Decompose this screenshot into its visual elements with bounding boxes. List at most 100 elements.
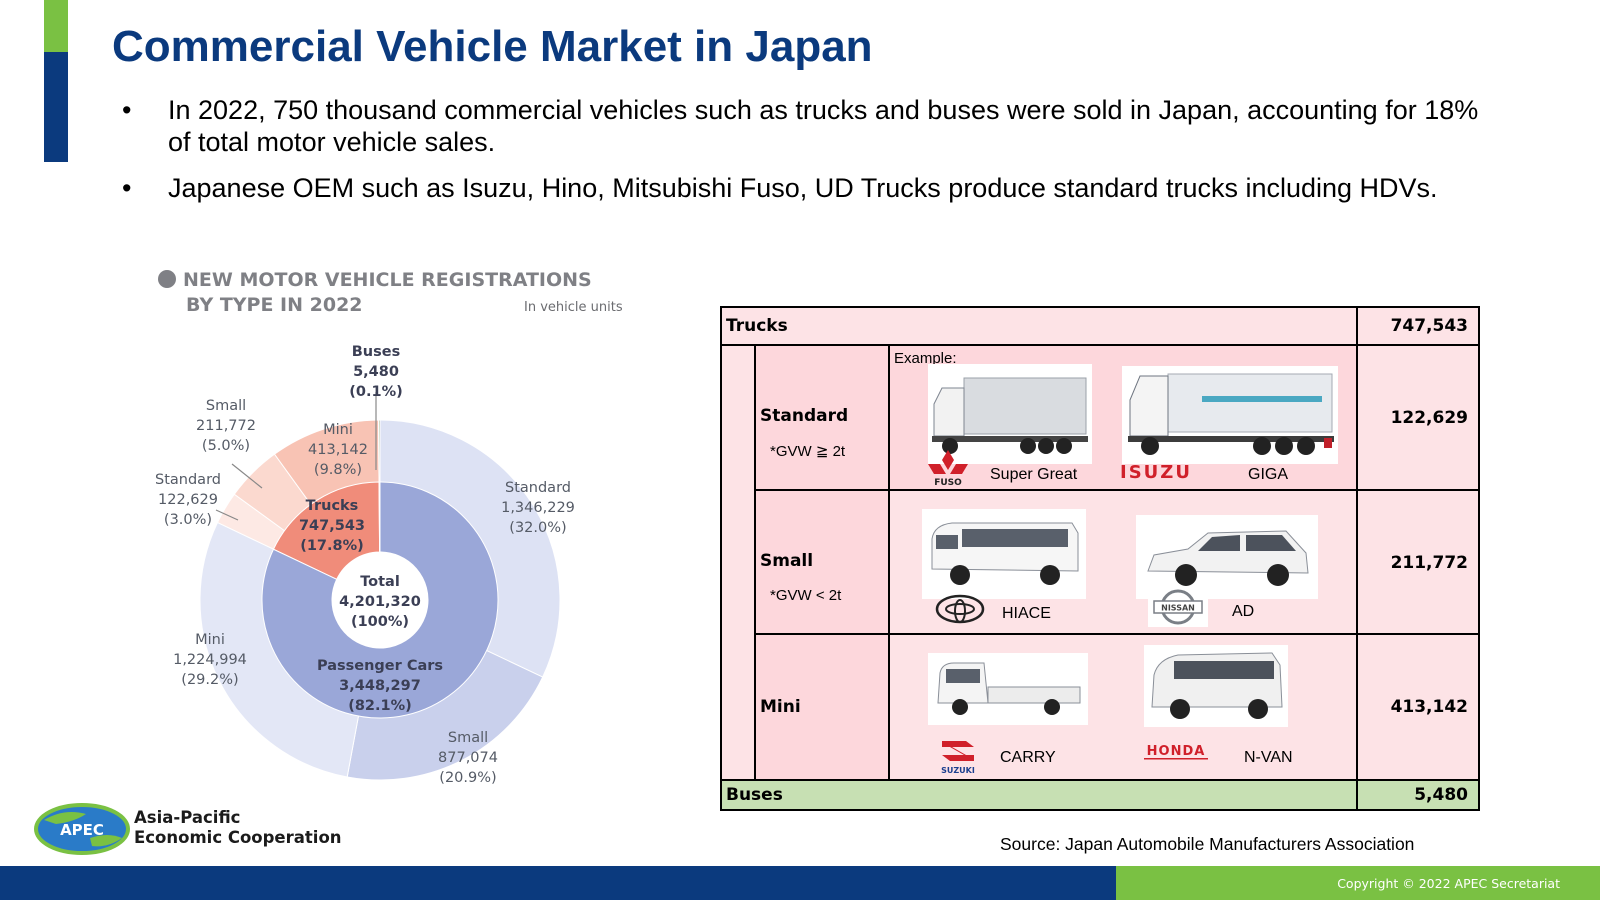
bullet-list: • In 2022, 750 thousand commercial vehic… bbox=[118, 94, 1498, 218]
label-passenger-cars: 3,448,297 bbox=[339, 678, 421, 694]
label-cars-standard: (32.0%) bbox=[509, 520, 566, 536]
label-trucks: (17.8%) bbox=[300, 538, 364, 554]
chart-title: NEW MOTOR VEHICLE REGISTRATIONS BY TYPE … bbox=[158, 268, 592, 318]
trucks-value: 747,543 bbox=[1390, 316, 1468, 336]
isuzu-logo-text: ISUZU bbox=[1120, 462, 1192, 482]
nissan-logo-icon: NISSAN bbox=[1148, 587, 1208, 627]
category-name: Standard bbox=[760, 406, 849, 426]
bullet-item: • In 2022, 750 thousand commercial vehic… bbox=[118, 94, 1498, 158]
apec-wordmark-line2: Economic Cooperation bbox=[134, 828, 342, 847]
label-buses: 5,480 bbox=[353, 364, 399, 380]
leader-line-small bbox=[231, 463, 263, 489]
label-trucks-standard: Standard bbox=[155, 472, 221, 488]
bullet-marker: • bbox=[122, 173, 132, 203]
model-name: GIGA bbox=[1248, 466, 1289, 483]
bullet-text: Japanese OEM such as Isuzu, Hino, Mitsub… bbox=[168, 173, 1438, 203]
standard-value: 122,629 bbox=[1390, 408, 1468, 428]
category-note: *GVW < 2t bbox=[770, 587, 842, 604]
table-row-mini: Mini SUZUKI CARRY HONDA N-VAN bbox=[754, 635, 1356, 779]
label-buses: Buses bbox=[352, 344, 400, 360]
category-cell: Small *GVW < 2t bbox=[756, 491, 890, 633]
column-divider bbox=[1356, 346, 1358, 779]
donut-chart: Buses5,480(0.1%)Small211,772(5.0%)Mini41… bbox=[155, 344, 575, 786]
apec-logo: APEC Asia-Pacific Economic Cooperation bbox=[34, 802, 342, 861]
carry-truck-image bbox=[928, 653, 1088, 725]
label-trucks-small: Small bbox=[206, 398, 246, 414]
label-cars-mini: (29.2%) bbox=[181, 672, 238, 688]
honda-logo-text: HONDA bbox=[1147, 744, 1206, 759]
small-value: 211,772 bbox=[1390, 553, 1468, 573]
chart-title-line2: BY TYPE IN 2022 bbox=[186, 294, 363, 316]
footer-bar-blue bbox=[0, 866, 1116, 900]
hiace-van-image bbox=[922, 509, 1086, 599]
bullet-item: • Japanese OEM such as Isuzu, Hino, Mits… bbox=[118, 172, 1498, 204]
chart-unit-note: In vehicle units bbox=[524, 300, 623, 315]
copyright-text: Copyright © 2022 APEC Secretariat bbox=[1337, 876, 1560, 891]
label-cars-standard: Standard bbox=[505, 480, 571, 496]
table-row-trucks: Trucks 747,543 bbox=[722, 308, 1478, 346]
table-row-small: Small *GVW < 2t HIACE NISSAN bbox=[754, 491, 1356, 635]
label-cars-small: (20.9%) bbox=[439, 770, 496, 786]
n-van-image bbox=[1144, 645, 1288, 727]
heavy-truck-image bbox=[928, 364, 1092, 464]
model-name: N-VAN bbox=[1244, 749, 1293, 766]
trucks-label: Trucks bbox=[726, 316, 788, 336]
label-trucks-mini: Mini bbox=[323, 422, 353, 438]
label-passenger-cars: (82.1%) bbox=[348, 698, 412, 714]
footer-bar-green bbox=[1116, 866, 1600, 900]
model-name: HIACE bbox=[1002, 605, 1051, 622]
example-label: Example: bbox=[894, 350, 957, 367]
nissan-ad-image bbox=[1136, 515, 1318, 599]
apec-globe-icon: APEC bbox=[34, 803, 130, 855]
bullet-marker: • bbox=[122, 95, 132, 125]
heading-dot-icon bbox=[158, 270, 176, 288]
fuso-logo-icon: FUSO bbox=[928, 450, 968, 488]
vehicle-table: Trucks 747,543 Standard *GVW ≧ 2t Exampl… bbox=[720, 306, 1480, 811]
label-cars-mini: 1,224,994 bbox=[173, 652, 247, 668]
suzuki-logo-text: SUZUKI bbox=[941, 766, 975, 775]
label-total: (100%) bbox=[351, 614, 409, 630]
honda-logo-icon: HONDA bbox=[1144, 744, 1208, 760]
column-divider bbox=[1356, 308, 1358, 346]
label-trucks-small: (5.0%) bbox=[202, 438, 250, 454]
table-row-buses: Buses 5,480 bbox=[722, 779, 1478, 811]
toyota-logo-icon bbox=[935, 594, 985, 624]
label-total: Total bbox=[360, 574, 400, 590]
inner-slice-passenger-cars bbox=[261, 481, 499, 719]
inner-slice-trucks bbox=[272, 481, 381, 581]
label-trucks: 747,543 bbox=[299, 518, 365, 534]
model-name: Super Great bbox=[990, 466, 1078, 483]
category-cell: Mini bbox=[756, 635, 890, 779]
buses-value: 5,480 bbox=[1414, 785, 1468, 805]
label-cars-small: 877,074 bbox=[438, 750, 498, 766]
accent-bar-blue bbox=[44, 52, 68, 162]
slide-title: Commercial Vehicle Market in Japan bbox=[112, 22, 873, 71]
accent-bar-green bbox=[44, 0, 68, 52]
value-cell: 122,629 bbox=[1358, 346, 1478, 491]
suzuki-logo-icon: SUZUKI bbox=[941, 741, 975, 775]
fuso-logo-text: FUSO bbox=[934, 478, 962, 488]
value-cell: 413,142 bbox=[1358, 635, 1478, 779]
label-cars-mini: Mini bbox=[195, 632, 225, 648]
apec-wordmark: Asia-Pacific Economic Cooperation bbox=[134, 808, 342, 848]
category-name: Mini bbox=[760, 697, 801, 717]
label-passenger-cars: Passenger Cars bbox=[317, 658, 443, 674]
label-trucks-mini: (9.8%) bbox=[314, 462, 362, 478]
label-trucks-standard: 122,629 bbox=[158, 492, 218, 508]
outer-ring bbox=[199, 419, 561, 781]
donut-hole bbox=[334, 554, 426, 646]
leader-line-standard bbox=[215, 509, 239, 521]
label-buses: (0.1%) bbox=[349, 384, 402, 400]
apec-badge-text: APEC bbox=[60, 821, 104, 839]
label-trucks: Trucks bbox=[306, 498, 359, 514]
model-name: CARRY bbox=[1000, 749, 1056, 766]
label-cars-standard: 1,346,229 bbox=[501, 500, 575, 516]
bullet-text: In 2022, 750 thousand commercial vehicle… bbox=[168, 95, 1479, 157]
chart-labels: Buses5,480(0.1%)Small211,772(5.0%)Mini41… bbox=[155, 344, 575, 786]
value-cell: 211,772 bbox=[1358, 491, 1478, 635]
category-name: Small bbox=[760, 551, 814, 571]
label-total: 4,201,320 bbox=[339, 594, 421, 610]
table-row-standard: Standard *GVW ≧ 2t Example: FUSO Super G bbox=[754, 346, 1356, 491]
column-divider bbox=[1356, 781, 1358, 811]
mini-value: 413,142 bbox=[1390, 697, 1468, 717]
